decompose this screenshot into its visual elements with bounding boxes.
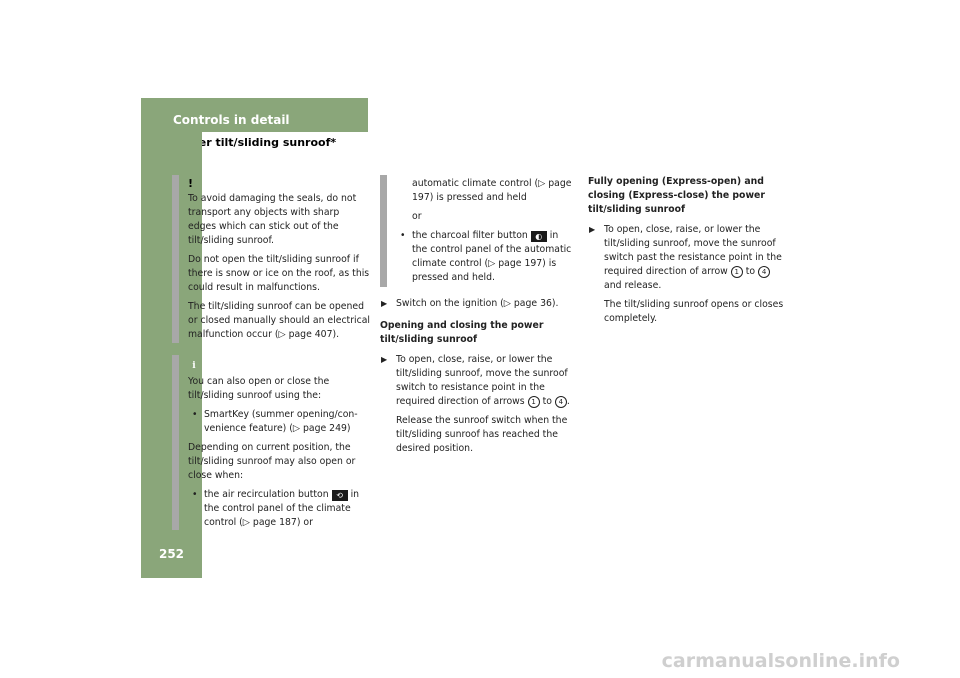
middle-continued-note: automatic climate control (▷ page 197) i… — [396, 177, 574, 290]
step-ignition: ▶ Switch on the ignition (▷ page 36). — [381, 298, 559, 309]
page-number: 252 — [158, 547, 185, 561]
charcoal-filter-icon: ◐ — [530, 231, 547, 242]
air-recirculation-icon: ⟲ — [331, 490, 348, 501]
step-arrow-icon: ▶ — [381, 299, 388, 308]
arrow-number-1: 1 — [730, 266, 743, 278]
info-middle: Depending on current position, the tilt/… — [188, 442, 356, 481]
info-bullet-recirculation: • the air recirculation button ⟲ in the … — [192, 489, 360, 528]
warning-note: ! To avoid damaging the seals, do not tr… — [188, 177, 370, 347]
info-bar — [172, 355, 179, 530]
continued-text: automatic climate control (▷ page 197) i… — [412, 178, 572, 203]
opening-closing-heading: Opening and closing the power tilt/slidi… — [380, 320, 544, 345]
info-intro: You can also open or close the tilt/slid… — [188, 376, 330, 401]
info-icon: i — [188, 360, 200, 372]
info-bullet-smartkey: • SmartKey (summer opening/con-venience … — [192, 409, 358, 434]
express-heading: Fully opening (Express-open) and closing… — [588, 176, 765, 215]
express-result: The tilt/sliding sunroof opens or closes… — [604, 299, 784, 324]
arrow-number-4: 4 — [758, 266, 771, 278]
step-arrow-icon: ▶ — [589, 225, 596, 234]
header-band — [141, 98, 368, 132]
step-express: ▶ To open, close, raise, or lower the ti… — [589, 224, 782, 291]
step-arrow-icon: ▶ — [381, 355, 388, 364]
warning-mark: ! — [188, 177, 194, 190]
warning-bar — [172, 175, 179, 343]
release-text: Release the sunroof switch when the tilt… — [396, 415, 568, 454]
info-continued-bar — [380, 175, 387, 287]
section-title: Controls in detail — [173, 113, 290, 127]
info-note: i You can also open or close the tilt/sl… — [188, 360, 370, 535]
subsection-title: Power tilt/sliding sunroof* — [173, 136, 337, 149]
warning-paragraph-3: The tilt/sliding sunroof can be opened o… — [188, 301, 371, 340]
arrow-number-4: 4 — [554, 396, 567, 408]
middle-steps: ▶ Switch on the ignition (▷ page 36). Op… — [380, 297, 574, 456]
warning-paragraph-2: Do not open the tilt/sliding sunroof if … — [188, 254, 370, 293]
or-text: or — [412, 211, 422, 222]
arrow-number-1: 1 — [527, 396, 540, 408]
express-section: Fully opening (Express-open) and closing… — [588, 175, 784, 326]
charcoal-filter-bullet: • the charcoal filter button ◐ in the co… — [400, 230, 572, 283]
watermark: carmanualsonline.info — [661, 650, 900, 672]
warning-paragraph-1: To avoid damaging the seals, do not tran… — [188, 193, 357, 246]
info-bullet-smartkey-text: SmartKey (summer opening/con-venience fe… — [204, 409, 358, 434]
step-sunroof-switch: ▶ To open, close, raise, or lower the ti… — [381, 354, 570, 408]
page-strip — [141, 132, 202, 578]
